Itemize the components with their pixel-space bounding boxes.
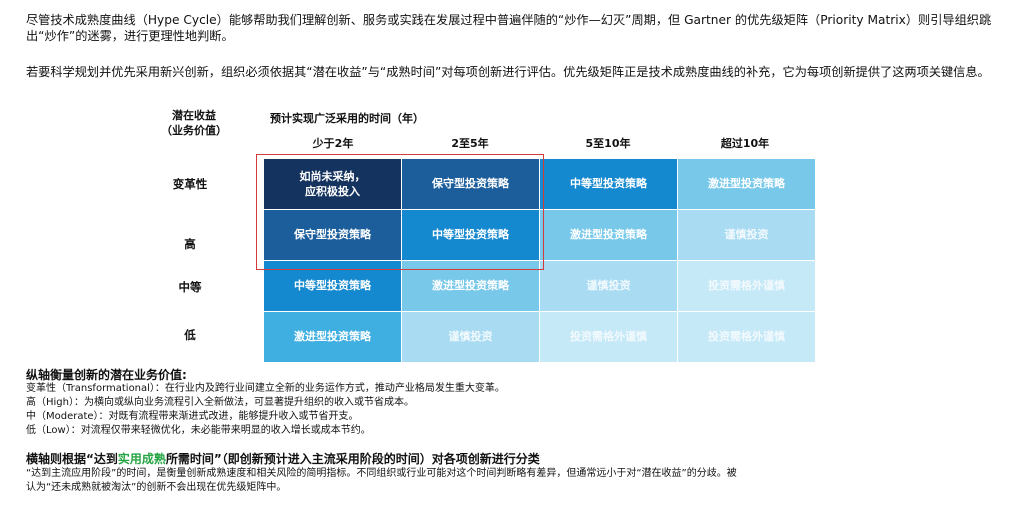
matrix-cell: 投资需格外谨慎 bbox=[678, 312, 815, 362]
matrix-cell: 谨慎投资 bbox=[402, 312, 539, 362]
matrix-cell: 激进型投资策略 bbox=[264, 312, 401, 362]
time-axis-header: 预计实现广泛采用的时间（年） bbox=[270, 112, 424, 125]
vertical-axis-title: 纵轴衡量创新的潜在业务价值: bbox=[26, 368, 187, 382]
vertical-axis-header: 潜在收益 （业务价值） bbox=[161, 109, 227, 137]
row-label: 高 bbox=[184, 237, 196, 251]
matrix-cell: 投资需格外谨慎 bbox=[678, 261, 815, 311]
column-label: 2至5年 bbox=[451, 137, 489, 150]
matrix-cell: 保守型投资策略 bbox=[264, 210, 401, 260]
title-text: 横轴则根据“达到 bbox=[26, 452, 118, 466]
matrix-cell: 激进型投资策略 bbox=[540, 210, 677, 260]
row-label: 变革性 bbox=[172, 177, 208, 191]
column-label: 5至10年 bbox=[585, 137, 631, 150]
highlight-box bbox=[256, 154, 544, 270]
title-text: 所需时间”（即创新预计进入主流采用阶段的时间）对各项创新进行分类 bbox=[165, 452, 540, 466]
matrix-cell: 激进型投资策略 bbox=[678, 159, 815, 209]
definition-line: 高（High）：为横向或纵向业务流程引入全新做法，可显著提升组织的收入或节省成本… bbox=[26, 397, 414, 408]
definition-line: 变革性（Transformational）：在行业内及跨行业间建立全新的业务运作… bbox=[26, 383, 505, 394]
matrix-cell: 保守型投资策略 bbox=[402, 159, 539, 209]
matrix-cell: 谨慎投资 bbox=[540, 261, 677, 311]
matrix-cell: 投资需格外谨慎 bbox=[540, 312, 677, 362]
definition-line: 低（Low）：对流程仅带来轻微优化，未必能带来明显的收入增长或成本节约。 bbox=[26, 425, 371, 436]
column-label: 少于2年 bbox=[312, 137, 354, 150]
description-line: 认为“还未成熟就被淘汰”的创新不会出现在优先级矩阵中。 bbox=[26, 482, 287, 493]
horizontal-axis-title: 横轴则根据“达到实用成熟所需时间”（即创新预计进入主流采用阶段的时间）对各项创新… bbox=[26, 450, 540, 467]
column-label: 超过10年 bbox=[720, 137, 770, 150]
matrix-cell: 中等型投资策略 bbox=[402, 210, 539, 260]
matrix-cell: 谨慎投资 bbox=[678, 210, 815, 260]
row-label: 低 bbox=[184, 328, 196, 342]
intro-paragraph-1: 尽管技术成熟度曲线（Hype Cycle）能够帮助我们理解创新、服务或实践在发展… bbox=[26, 13, 992, 43]
row-label: 中等 bbox=[178, 280, 202, 294]
definition-line: 中（Moderate）：对既有流程带来渐进式改进，能够提升收入或节省开支。 bbox=[26, 411, 359, 422]
matrix-cell: 中等型投资策略 bbox=[540, 159, 677, 209]
description-line: “达到主流应用阶段”的时间，是衡量创新成熟速度和相关风险的简明指标。不同组织或行… bbox=[26, 468, 737, 479]
intro-paragraph-2: 若要科学规划并优先采用新兴创新，组织必须依据其“潜在收益”与“成熟时间”对每项创… bbox=[26, 65, 990, 79]
matrix-cell: 如尚未采纳， 应积极投入 bbox=[264, 159, 401, 209]
title-highlight: 实用成熟 bbox=[117, 452, 166, 466]
